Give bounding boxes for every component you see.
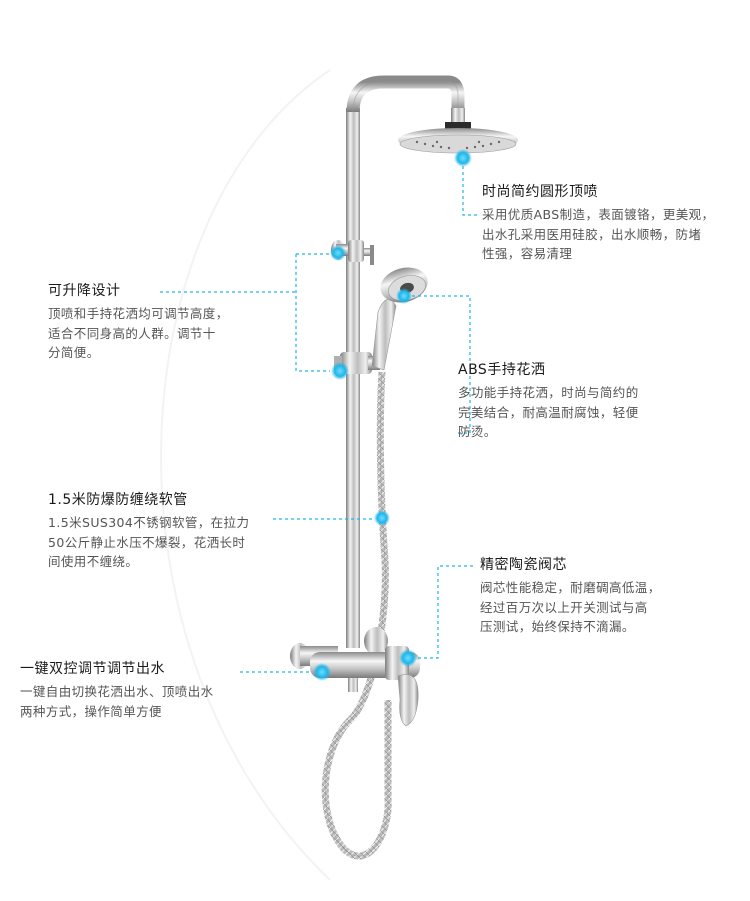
callout-desc: 采用优质ABS制造，表面镀铬，更美观， 出水孔采用医用硅胶，出水顺畅，防堵 性强…	[482, 207, 715, 261]
feature-markers	[313, 149, 472, 681]
main-riser-pipe	[346, 108, 360, 648]
callout-title: 1.5米防爆防缠绕软管	[48, 492, 188, 508]
callout-valve: 精密陶瓷阀芯 阀芯性能稳定，耐磨碉高低温， 经过百万次以上开关测试与高 压测试，…	[480, 556, 720, 637]
callout-desc: 顶喷和手持花洒均可调节高度， 适合不同身高的人群。调节十 分简便。	[48, 306, 229, 360]
callout-switch: 一键双控调节调节出水 一键自由切换花洒出水、顶喷出水 两种方式，操作简单方便	[20, 660, 260, 721]
marker-hand-shower	[396, 288, 412, 304]
mixer-valve	[290, 627, 420, 727]
callout-hose: 1.5米防爆防缠绕软管 1.5米SUS304不锈钢软管，在拉力 50公斤静止水压…	[48, 491, 288, 572]
callout-desc: 多功能手持花洒，时尚与简约的 完美结合，耐高温耐腐蚀，轻便 防烫。	[458, 385, 639, 439]
marker-hose	[374, 510, 390, 526]
callout-title: 时尚简约圆形顶喷	[482, 184, 598, 200]
marker-top-shower	[454, 149, 472, 167]
overhead-arm	[346, 75, 465, 113]
callout-desc: 1.5米SUS304不锈钢软管，在拉力 50公斤静止水压不爆裂，花洒长时 间使用…	[48, 515, 250, 569]
background-arc	[160, 69, 331, 881]
marker-switch	[313, 663, 331, 681]
marker-lift	[330, 245, 346, 261]
callout-desc: 一键自由切换花洒出水、顶喷出水 两种方式，操作简单方便	[20, 684, 214, 719]
marker-slider	[331, 362, 349, 380]
overhead-shower-head	[398, 128, 518, 154]
hand-shower	[371, 267, 428, 371]
callout-title: ABS手持花洒	[458, 362, 546, 378]
callout-desc: 阀芯性能稳定，耐磨碉高低温， 经过百万次以上开关测试与高 压测试，始终保持不滴漏…	[480, 580, 661, 634]
callout-hand-shower: ABS手持花洒 多功能手持花洒，时尚与简约的 完美结合，耐高温耐腐蚀，轻便 防烫…	[458, 361, 698, 442]
marker-valve	[399, 649, 417, 667]
callout-top-shower: 时尚简约圆形顶喷 采用优质ABS制造，表面镀铬，更美观， 出水孔采用医用硅胶，出…	[482, 183, 732, 264]
callout-title: 可升降设计	[48, 283, 121, 299]
callout-title: 一键双控调节调节出水	[20, 661, 165, 677]
callout-lift: 可升降设计 顶喷和手持花洒均可调节高度， 适合不同身高的人群。调节十 分简便。	[48, 282, 278, 363]
callout-title: 精密陶瓷阀芯	[480, 557, 567, 573]
leader-lines	[160, 166, 478, 673]
